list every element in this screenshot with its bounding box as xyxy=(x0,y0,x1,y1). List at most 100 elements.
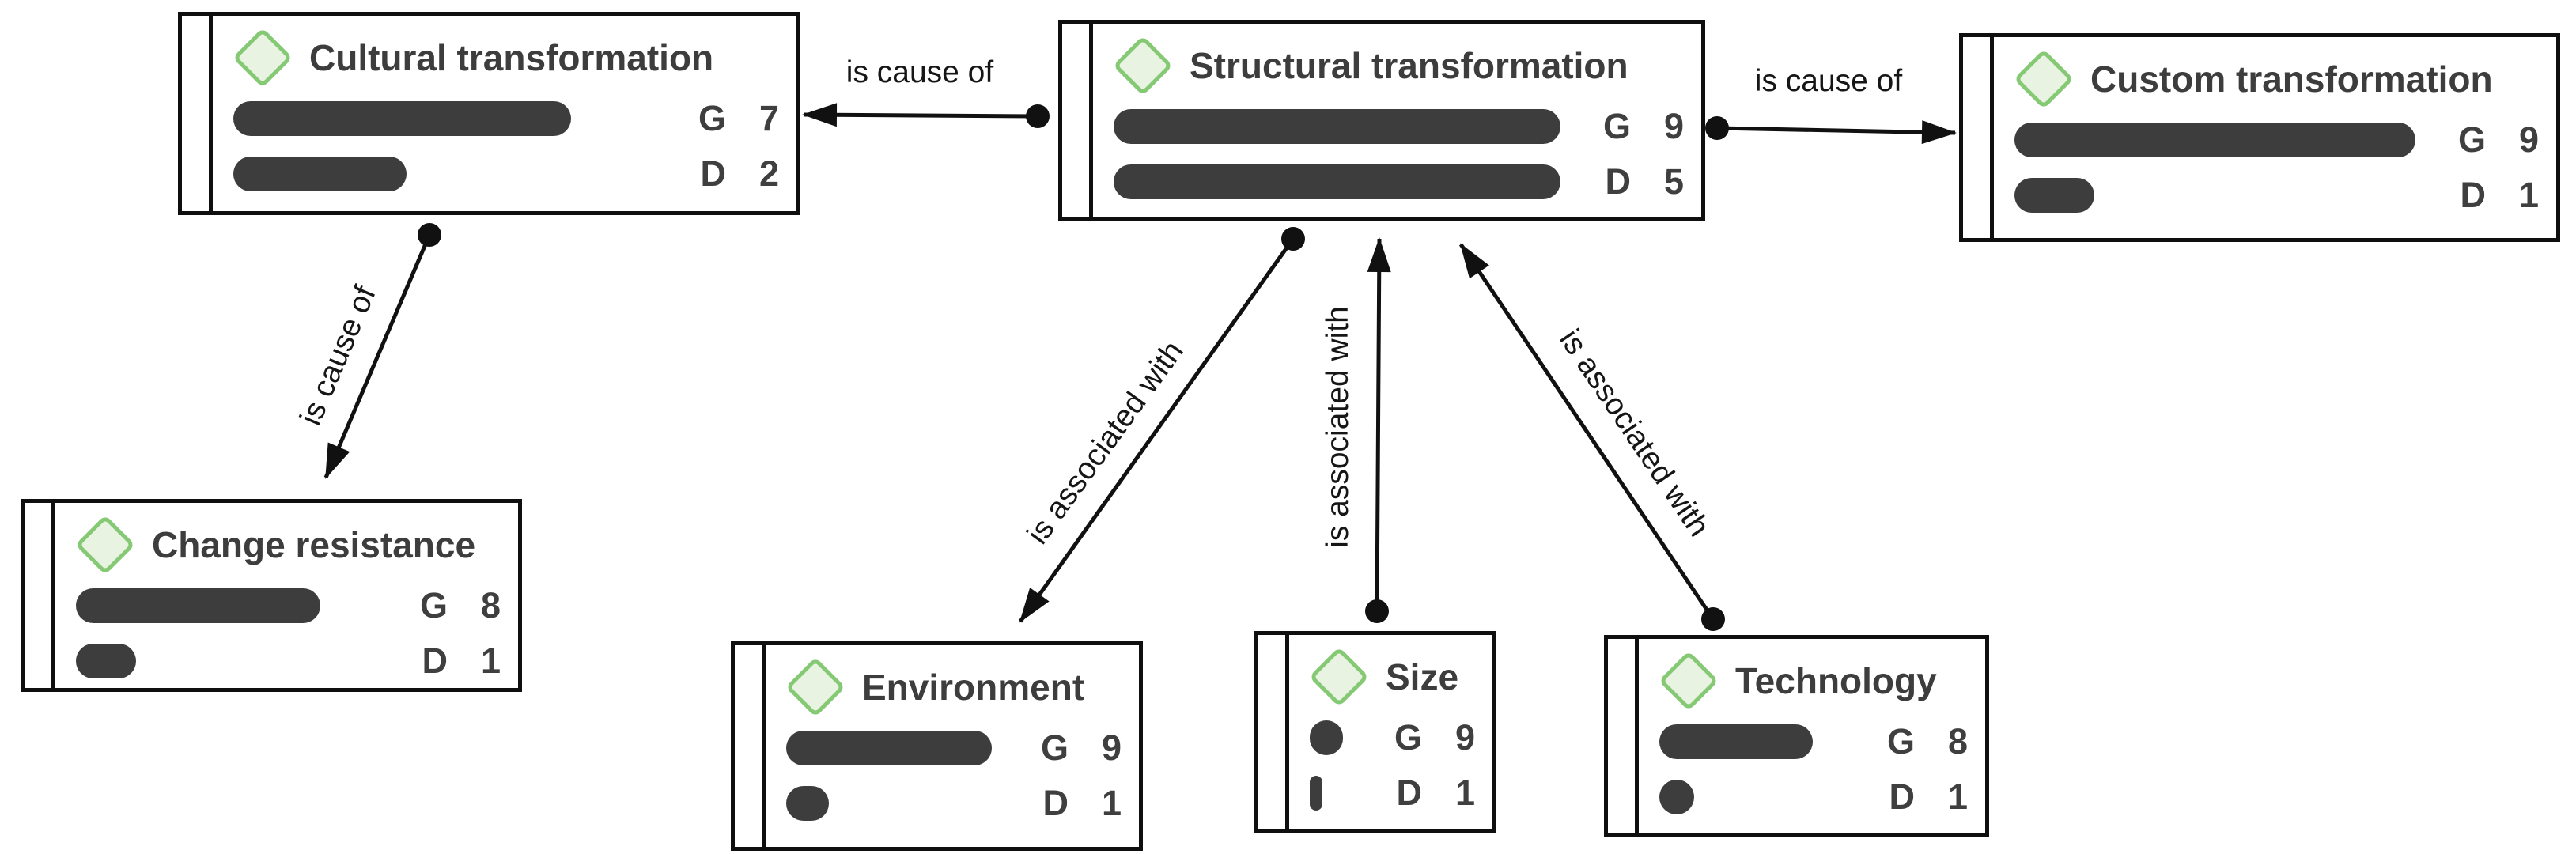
d-letter: D xyxy=(2460,175,2486,215)
g-bar-track xyxy=(1310,720,1352,755)
d-bar xyxy=(1659,780,1695,814)
d-value: 1 xyxy=(1454,773,1475,813)
node-title: Cultural transformation xyxy=(309,37,714,78)
diamond-icon xyxy=(2013,48,2075,110)
g-bar xyxy=(1659,724,1814,759)
g-bar xyxy=(76,588,320,623)
edge-line-technology-structural[interactable] xyxy=(1458,243,1725,631)
g-bar-track xyxy=(1114,109,1560,144)
d-bar-track xyxy=(233,157,656,191)
d-value: 1 xyxy=(1101,783,1122,823)
d-value: 1 xyxy=(480,640,501,681)
d-letter: D xyxy=(1889,777,1915,817)
d-bar-track xyxy=(786,786,998,821)
edge-label-structural-custom[interactable]: is cause of xyxy=(1754,64,1903,98)
diamond-icon xyxy=(1308,646,1370,708)
node-title: Size xyxy=(1386,656,1459,697)
g-value: 8 xyxy=(480,585,501,625)
d-letter: D xyxy=(422,640,448,681)
g-letter: G xyxy=(2457,119,2486,160)
g-value: 7 xyxy=(758,98,779,138)
g-letter: G xyxy=(1394,717,1422,758)
d-letter: D xyxy=(1042,783,1069,823)
g-value: 9 xyxy=(1663,106,1684,146)
d-value: 1 xyxy=(1947,777,1968,817)
node-header: Technology xyxy=(1658,650,1937,712)
d-bar-track xyxy=(2014,178,2415,213)
diamond-icon xyxy=(1658,650,1719,712)
node-side-strip xyxy=(182,16,213,211)
d-bar-track xyxy=(1310,776,1352,811)
edge-line-structural-cultural[interactable] xyxy=(802,103,1050,128)
node-header: Cultural transformation xyxy=(232,27,714,89)
node-title: Environment xyxy=(862,667,1085,708)
d-letter: D xyxy=(700,153,726,194)
d-bar-track xyxy=(76,644,377,678)
d-bar-track xyxy=(1659,780,1844,814)
edge-line-size-structural[interactable] xyxy=(1365,237,1391,623)
g-letter: G xyxy=(1040,727,1069,768)
edge-label-structural-cultural[interactable]: is cause of xyxy=(845,55,994,89)
d-bar-track xyxy=(1114,164,1560,199)
node-side-strip xyxy=(1062,24,1093,217)
d-value: 2 xyxy=(758,153,779,194)
d-value: 5 xyxy=(1663,161,1684,202)
diamond-icon xyxy=(74,514,136,576)
g-bar xyxy=(1114,109,1560,144)
g-bar-track xyxy=(76,588,377,623)
node-side-strip xyxy=(25,503,55,688)
g-bar-track xyxy=(233,101,656,136)
g-bar xyxy=(1310,720,1344,755)
edge-label-size-structural[interactable]: is associated with xyxy=(1321,306,1355,548)
d-letter: D xyxy=(1396,773,1422,813)
diamond-icon xyxy=(1112,35,1174,96)
node-side-strip xyxy=(1258,635,1289,829)
d-letter: D xyxy=(1605,161,1631,202)
d-bar xyxy=(1114,164,1560,199)
node-side-strip xyxy=(1608,639,1639,833)
g-value: 9 xyxy=(2518,119,2539,160)
node-title: Technology xyxy=(1735,660,1937,701)
g-bar xyxy=(233,101,572,136)
node-side-strip xyxy=(735,645,766,847)
edge-line-structural-custom[interactable] xyxy=(1705,116,1957,145)
g-letter: G xyxy=(1886,721,1915,761)
d-bar xyxy=(233,157,407,191)
g-bar xyxy=(786,731,992,765)
node-title: Structural transformation xyxy=(1190,45,1628,86)
node-title: Change resistance xyxy=(152,524,476,565)
g-value: 8 xyxy=(1947,721,1968,761)
node-side-strip xyxy=(1963,37,1994,238)
edge-line-cultural-change-resistance[interactable] xyxy=(323,223,441,479)
edge-line-structural-environment[interactable] xyxy=(1018,227,1305,623)
g-value: 9 xyxy=(1101,727,1122,768)
node-header: Structural transformation xyxy=(1112,35,1628,96)
g-letter: G xyxy=(1602,106,1631,146)
node-title: Custom transformation xyxy=(2090,59,2493,100)
diamond-icon xyxy=(785,656,846,718)
